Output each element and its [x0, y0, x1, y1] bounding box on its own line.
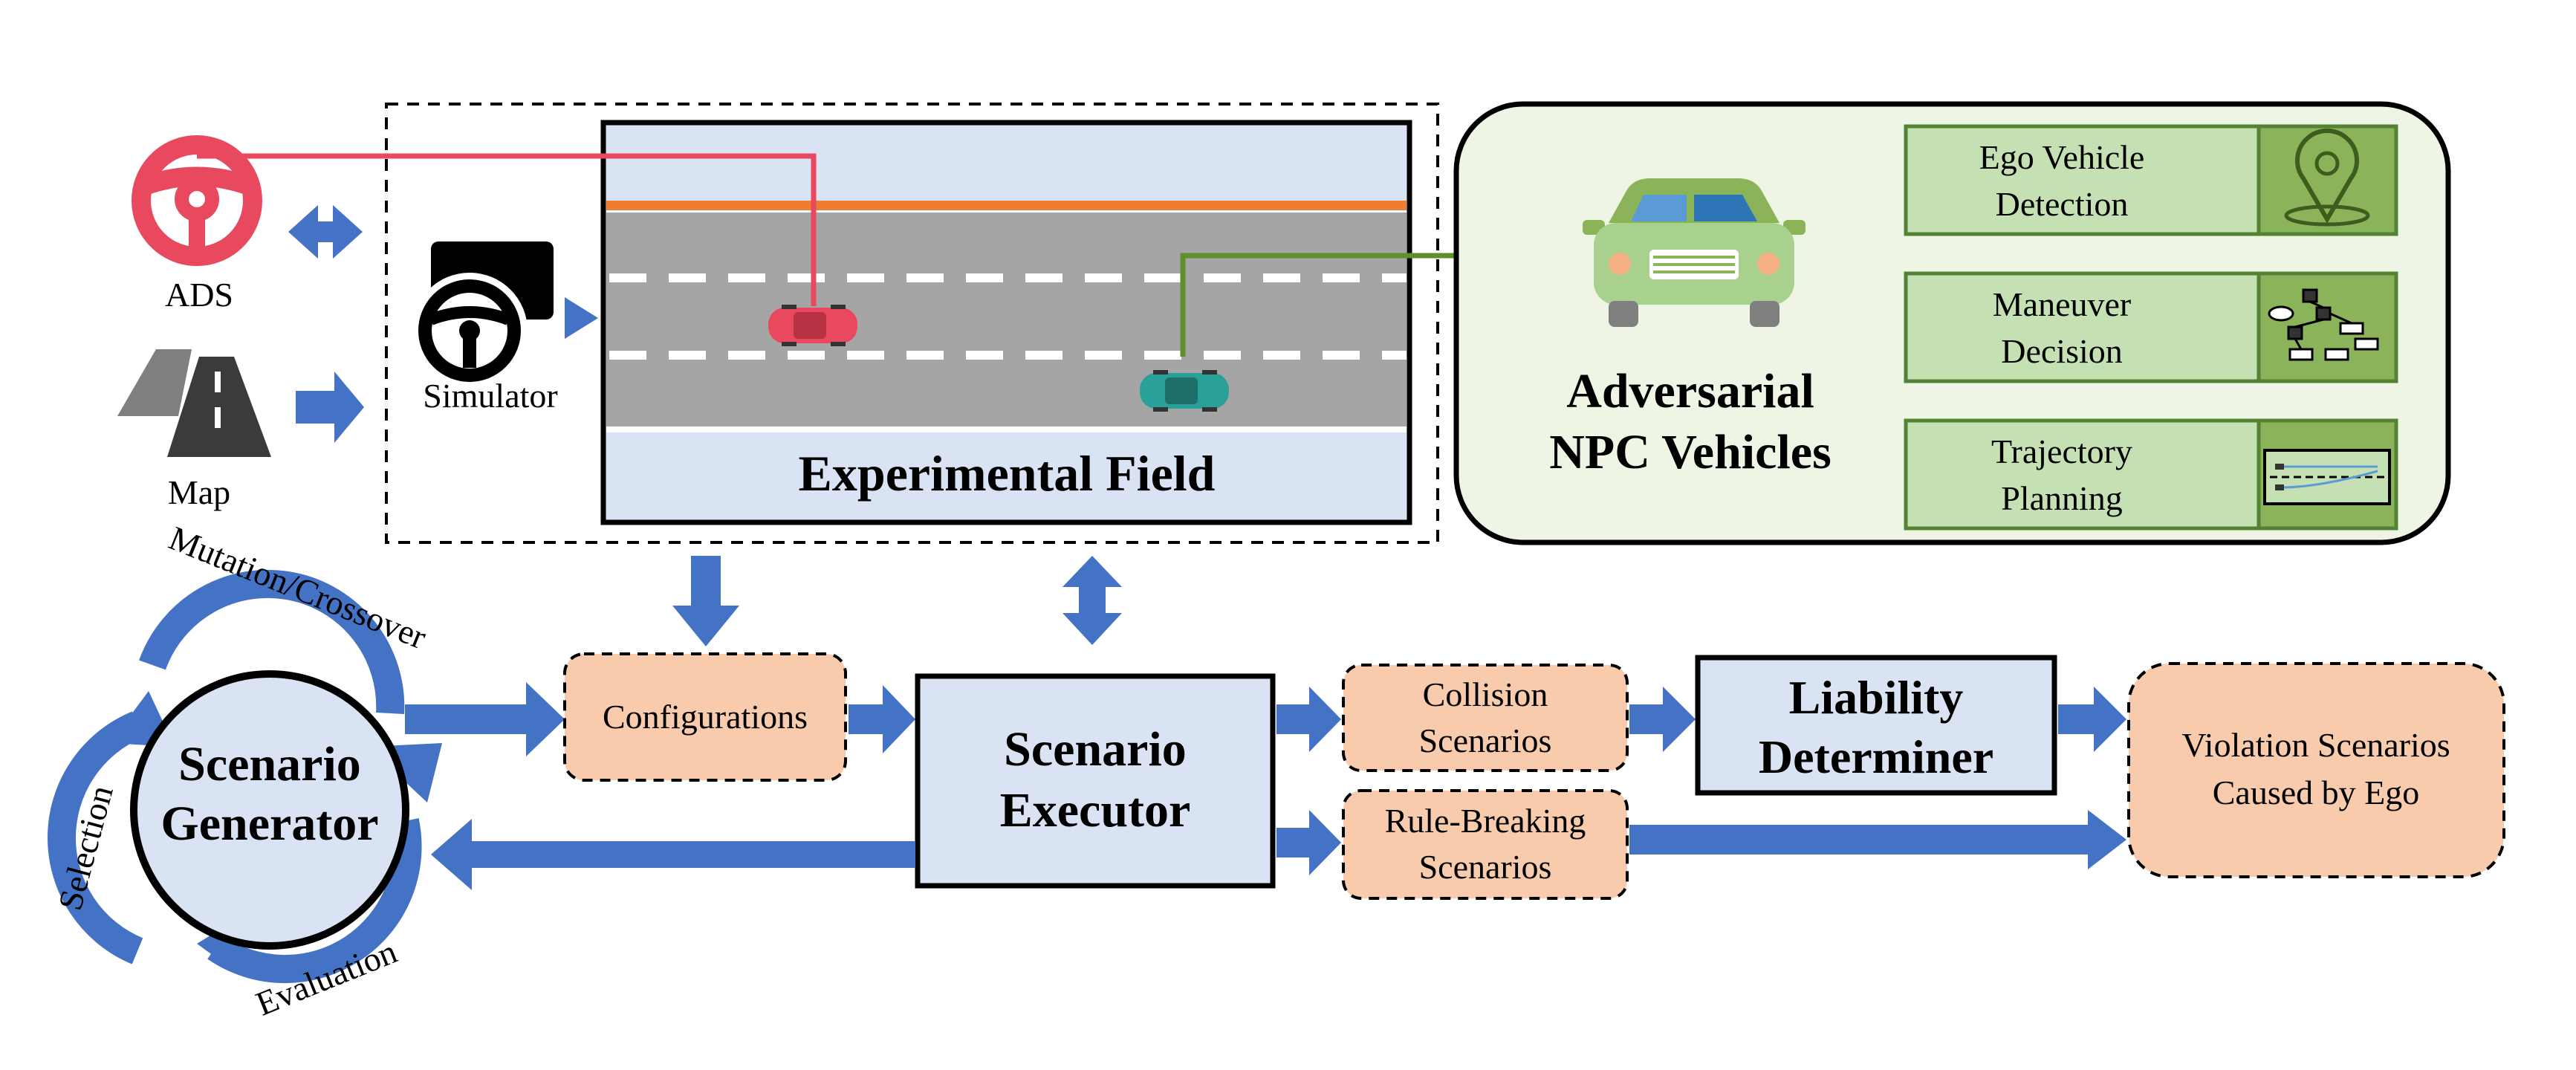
- curb: [606, 201, 1407, 210]
- simulator-container: [385, 103, 1439, 544]
- generator-title-line1: Scenario: [178, 737, 361, 791]
- npc-vehicle-icon: [1583, 178, 1806, 327]
- generator-config-arrow: [405, 682, 565, 756]
- npc-car-icon: [1140, 370, 1229, 412]
- module-label-line2: Planning: [2001, 479, 2123, 517]
- decision-tree-icon: [2268, 288, 2379, 361]
- module-label-line2: Detection: [1996, 185, 2129, 223]
- map-group: Map: [117, 349, 271, 511]
- npc-title-line1: Adversarial: [1566, 364, 1814, 418]
- configurations-box: [563, 652, 847, 782]
- module-label-line1: Maneuver: [1993, 285, 2131, 323]
- module-label-line1: Ego Vehicle: [1979, 138, 2145, 176]
- simulator-label: Simulator: [423, 377, 557, 415]
- ads-ego-connector: [197, 153, 817, 306]
- collision-label-line1: Collision: [1423, 675, 1548, 713]
- generator-node: [130, 670, 409, 950]
- module-ego-vehicle-detection: Ego Vehicle Detection: [1904, 124, 2398, 236]
- executor-title-line1: Scenario: [1004, 722, 1187, 776]
- violation-label-line2: Caused by Ego: [2213, 774, 2420, 811]
- config-executor-arrow: [849, 685, 915, 753]
- liability-determiner-box: [1695, 655, 2057, 796]
- map-label: Map: [168, 473, 230, 511]
- rule-violation-arrow: [1629, 810, 2126, 869]
- generator-group: Scenario Generator Mutation/Crossover Se…: [48, 519, 442, 1023]
- collision-label-line2: Scenarios: [1419, 722, 1552, 759]
- rule-label-line2: Scenarios: [1419, 848, 1552, 886]
- generator-title-line2: Generator: [160, 797, 378, 851]
- executor-generator-arrow: [431, 819, 915, 890]
- violation-label-line1: Violation Scenarios: [2181, 726, 2450, 764]
- collision-liability-arrow: [1629, 687, 1696, 752]
- collision-scenarios-box: [1342, 664, 1629, 772]
- module-trajectory-planning: Trajectory Planning: [1904, 418, 2398, 531]
- simulator-field-arrow: [565, 297, 598, 339]
- field-executor-double-arrow: [1062, 556, 1122, 645]
- location-pin-icon: [2284, 129, 2370, 227]
- road-map-icon: [117, 349, 271, 457]
- map-simulator-arrow: [296, 372, 364, 443]
- executor-title-line2: Executor: [1000, 783, 1191, 837]
- rule-breaking-scenarios-box: [1342, 789, 1629, 900]
- cycle-ring: [48, 569, 422, 984]
- trajectory-icon: [2263, 449, 2391, 505]
- liability-violation-arrow: [2058, 687, 2126, 752]
- simulator-config-arrow: [672, 556, 739, 646]
- module-label-line2: Decision: [2001, 332, 2123, 370]
- npc-title-line2: NPC Vehicles: [1549, 425, 1832, 479]
- violation-scenarios-box: [2127, 662, 2505, 878]
- ads-simulator-double-arrow: [288, 205, 363, 259]
- experimental-field: Experimental Field: [600, 120, 1412, 525]
- npc-connector: [1180, 253, 1583, 357]
- executor-collision-arrow: [1276, 687, 1341, 752]
- ads-label: ADS: [165, 276, 233, 314]
- simulator-icon: [412, 241, 554, 389]
- road: [606, 201, 1407, 429]
- liability-title-line1: Liability: [1789, 671, 1964, 724]
- rule-label-line1: Rule-Breaking: [1385, 802, 1586, 840]
- module-maneuver-decision: Maneuver Decision: [1904, 271, 2398, 383]
- module-label-line1: Trajectory: [1991, 432, 2132, 470]
- executor-rule-arrow: [1276, 810, 1341, 875]
- field-title: Experimental Field: [799, 445, 1216, 502]
- ego-car-icon: [768, 305, 857, 346]
- steering-wheel-icon: [132, 135, 262, 266]
- scenario-executor-box: [915, 673, 1276, 889]
- ads-group: ADS: [132, 135, 262, 314]
- configurations-label: Configurations: [603, 698, 808, 736]
- liability-title-line2: Determiner: [1759, 730, 1993, 783]
